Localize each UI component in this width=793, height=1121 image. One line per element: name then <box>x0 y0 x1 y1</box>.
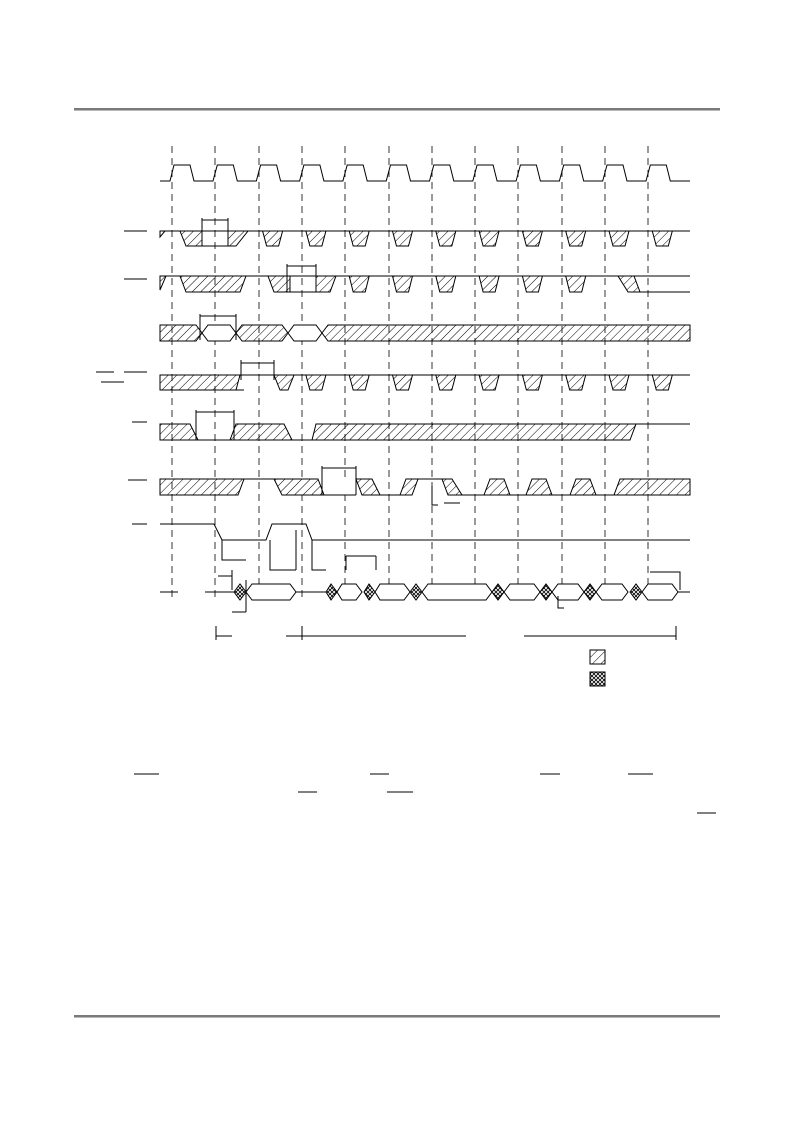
data-bus-waveform <box>160 570 690 613</box>
strobe-pulse <box>478 374 500 391</box>
strobe-pulse <box>521 230 544 247</box>
strobe-pulse <box>565 374 587 391</box>
strobe-pulse <box>521 374 544 391</box>
strobe-pulse <box>608 374 630 391</box>
strobe-pulse <box>478 275 500 293</box>
strobe-pulse <box>608 230 630 247</box>
strobe-pulse <box>435 374 457 391</box>
header-rule <box>74 108 720 111</box>
strobe-pulse <box>521 275 544 293</box>
strobe-pulse <box>651 374 673 391</box>
legend <box>589 649 606 687</box>
address-bus-waveform <box>159 314 691 342</box>
strobe-pulse <box>391 374 414 391</box>
legend-hatch-swatch <box>589 649 606 665</box>
cycle-guide-lines <box>171 146 649 600</box>
cycle-span-markers <box>215 626 677 640</box>
strobe-pulse <box>348 230 370 247</box>
strobe-pulse <box>348 374 370 391</box>
control-3-waveform <box>128 466 691 506</box>
text-overbars <box>134 773 716 814</box>
strobe-2-waveform <box>124 264 690 293</box>
strobe-pulse <box>305 230 327 247</box>
legend-crosshatch-swatch <box>589 671 606 687</box>
strobe-pulse <box>565 275 587 293</box>
strobe-pulse <box>391 230 414 247</box>
strobe-pulse <box>435 230 457 247</box>
strobe-pulse <box>261 230 284 247</box>
strobe-pulse <box>348 275 370 293</box>
strobe-pulse <box>305 374 327 391</box>
control-4-waveform <box>132 523 690 571</box>
strobe-pulse <box>391 275 414 293</box>
strobe-pulse <box>435 275 457 293</box>
strobe-pulse <box>478 230 500 247</box>
strobe-1-waveform <box>124 218 690 247</box>
footer-rule <box>74 1015 720 1018</box>
strobe-pulse <box>565 230 587 247</box>
strobe-pulse <box>651 230 673 247</box>
control-1-waveform <box>96 360 690 391</box>
control-2-waveform <box>132 410 690 441</box>
clock-waveform <box>160 164 690 182</box>
